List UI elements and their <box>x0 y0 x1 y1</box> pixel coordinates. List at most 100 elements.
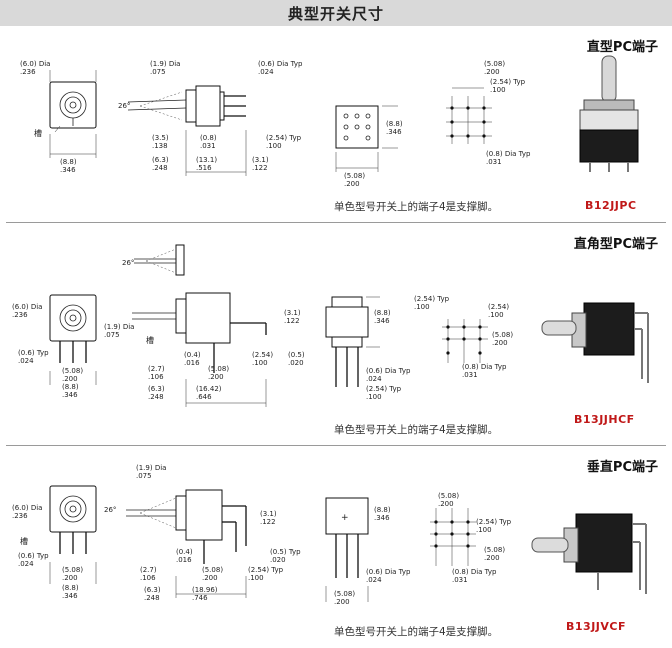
model-number: B13JJHCF <box>574 413 635 426</box>
section-divider <box>6 222 666 223</box>
dim-label: .200 <box>438 500 454 508</box>
dim-label: .100 <box>488 311 504 319</box>
dim-label: (2.54) <box>252 351 273 359</box>
angle-label: 26° <box>122 259 134 267</box>
dim-label: .346 <box>62 592 78 600</box>
slot-label: 槽 <box>146 335 154 345</box>
dim-label: (5.08) <box>208 365 229 373</box>
pin-layout <box>430 508 476 566</box>
dim-label: (0.8) Dia Typ <box>462 363 507 371</box>
side-view <box>132 292 267 407</box>
dim-label: (8.8) <box>60 158 77 166</box>
footnote: 单色型号开关上的端子4是支撑脚。 <box>334 201 499 213</box>
dim-label: (0.8) Dia Typ <box>452 568 497 576</box>
pin-layout <box>446 87 492 144</box>
dim-label: .346 <box>60 166 76 174</box>
front-view <box>49 485 97 584</box>
angle-label: 26° <box>104 506 116 514</box>
dim-label: (8.8) <box>386 120 403 128</box>
dim-label: (6.0) Dia <box>12 504 42 512</box>
angle-detail <box>134 244 185 276</box>
dim-label: (0.6) Dia Typ <box>366 568 411 576</box>
front-view <box>49 294 97 385</box>
dim-label: (18.96) <box>192 586 218 594</box>
dim-label: (8.8) <box>62 383 79 391</box>
dim-label: .031 <box>200 142 216 150</box>
dim-label: (0.6) Dia Typ <box>258 60 303 68</box>
dim-label: .200 <box>62 375 78 383</box>
dim-label: .024 <box>258 68 274 76</box>
dim-label: .100 <box>366 393 382 401</box>
dim-label: (5.08) <box>202 566 223 574</box>
product-photo-b13jjhcf <box>541 302 649 383</box>
section-straight-pc: 直型PC端子 (6.0) Dia .236 槽 (8.8) .346 <box>0 26 672 222</box>
section-divider <box>6 445 666 446</box>
dim-label: (5.08) <box>492 331 513 339</box>
dim-label: (6.3) <box>148 385 165 393</box>
product-photo-b13jjvcf <box>531 513 647 594</box>
dim-label: (2.54) Typ <box>414 295 450 303</box>
dim-label: .020 <box>288 359 304 367</box>
bottom-view: + <box>325 497 369 602</box>
section-vertical-pc: 垂直PC端子 (6.0) Dia .236 槽 (0.6) Typ .024 (… <box>0 446 672 648</box>
drawing-vertical-pc: (6.0) Dia .236 槽 (0.6) Typ .024 (5.08) .… <box>12 464 512 606</box>
dim-label: (5.08) <box>62 367 83 375</box>
dim-label: (0.4) <box>176 548 193 556</box>
drawing-right-angle-pc: 26° (6.0) Dia .236 (0.6) Typ .024 (5.08)… <box>12 244 513 407</box>
dim-label: (2.54) Typ <box>266 134 302 142</box>
plus-mark: + <box>341 513 349 523</box>
dim-label: (5.08) <box>334 590 355 598</box>
dim-label: .248 <box>148 393 164 401</box>
dim-label: .122 <box>252 164 268 172</box>
dim-label: .100 <box>490 86 506 94</box>
side-view <box>126 489 247 598</box>
dim-label: (5.08) <box>344 172 365 180</box>
dim-label: (0.5) Typ <box>270 548 301 556</box>
drawing-straight-pc: (6.0) Dia .236 槽 (8.8) .346 (1.9) Dia .0… <box>20 60 531 188</box>
dim-label: (16.42) <box>196 385 222 393</box>
model-number: B12JJPC <box>585 199 637 212</box>
dim-label: (8.8) <box>62 584 79 592</box>
dim-label: (6.3) <box>152 156 169 164</box>
dim-label: .122 <box>284 317 300 325</box>
dim-label: (0.5) <box>288 351 305 359</box>
section-title: 直角型PC端子 <box>573 237 658 252</box>
dim-label: (5.08) <box>438 492 459 500</box>
footnote: 单色型号开关上的端子4是支撑脚。 <box>334 424 499 436</box>
front-view <box>49 70 97 158</box>
dim-label: .646 <box>196 393 212 401</box>
dim-label: (1.9) Dia <box>104 323 134 331</box>
dim-label: (8.8) <box>374 506 391 514</box>
page-title: 典型开关尺寸 <box>287 4 384 23</box>
dim-label: .236 <box>20 68 36 76</box>
section-title: 直型PC端子 <box>586 40 658 55</box>
dim-label: .346 <box>374 514 390 522</box>
dim-label: .200 <box>202 574 218 582</box>
dim-label: (5.08) <box>62 566 83 574</box>
dim-label: (3.1) <box>260 510 277 518</box>
dim-label: .075 <box>136 472 152 480</box>
dim-label: (2.7) <box>148 365 165 373</box>
section-title: 垂直PC端子 <box>586 460 658 475</box>
dim-label: .024 <box>18 357 34 365</box>
dim-label: .100 <box>266 142 282 150</box>
dim-label: (13.1) <box>196 156 217 164</box>
dim-label: (0.4) <box>184 351 201 359</box>
dim-label: .024 <box>18 560 34 568</box>
dim-label: (5.08) <box>484 60 505 68</box>
dim-label: .075 <box>150 68 166 76</box>
dim-label: .200 <box>62 574 78 582</box>
dim-label: .346 <box>374 317 390 325</box>
footnote: 单色型号开关上的端子4是支撑脚。 <box>334 626 499 638</box>
dim-label: .200 <box>484 554 500 562</box>
dim-label: (2.54) Typ <box>248 566 284 574</box>
dim-label: (0.6) Typ <box>18 349 49 357</box>
dim-label: .200 <box>334 598 350 606</box>
dim-label: .100 <box>414 303 430 311</box>
dim-label: .248 <box>152 164 168 172</box>
dim-label: .200 <box>208 373 224 381</box>
dim-label: (5.08) <box>484 546 505 554</box>
dim-label: (2.54) Typ <box>490 78 526 86</box>
dim-label: (3.5) <box>152 134 169 142</box>
dim-label: (6.0) Dia <box>12 303 42 311</box>
